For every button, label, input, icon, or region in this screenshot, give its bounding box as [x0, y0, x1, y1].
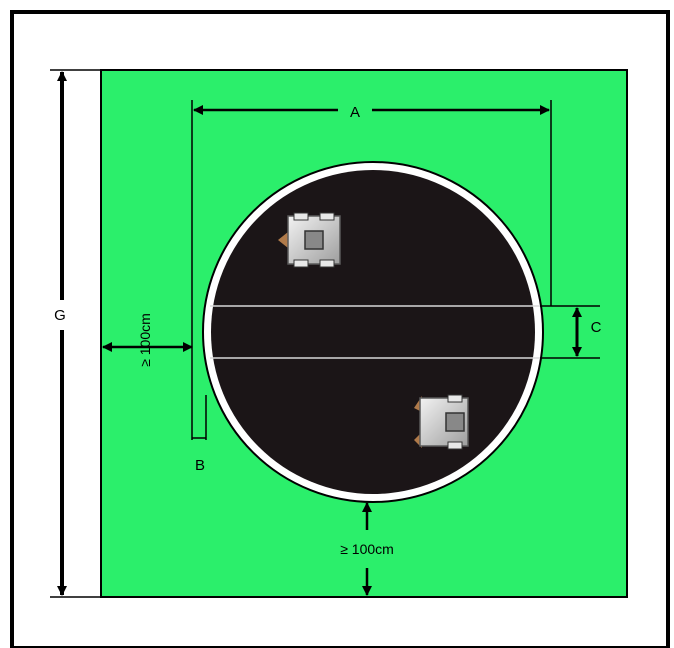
label-bottom-clearance: ≥ 100cm [340, 541, 394, 557]
robot-wheel [319, 212, 335, 221]
robot-wheel [447, 441, 463, 450]
label-side-clearance: ≥ 100cm [137, 313, 153, 367]
robot-top-left-icon [278, 212, 341, 268]
label-a: A [350, 104, 360, 121]
label-c: C [591, 319, 602, 336]
robot-bottom-right-icon [414, 394, 469, 450]
robot-wheel [319, 259, 335, 268]
label-b: B [195, 457, 205, 474]
robot-center [304, 230, 324, 250]
robot-wheel [293, 212, 309, 221]
robot-wedge [278, 232, 288, 248]
robot-center [445, 412, 465, 432]
robot-wheel [293, 259, 309, 268]
g-label-bg [52, 304, 72, 326]
arena-disc [211, 170, 535, 494]
robot-wheel [447, 394, 463, 403]
label-g: G [54, 307, 66, 324]
